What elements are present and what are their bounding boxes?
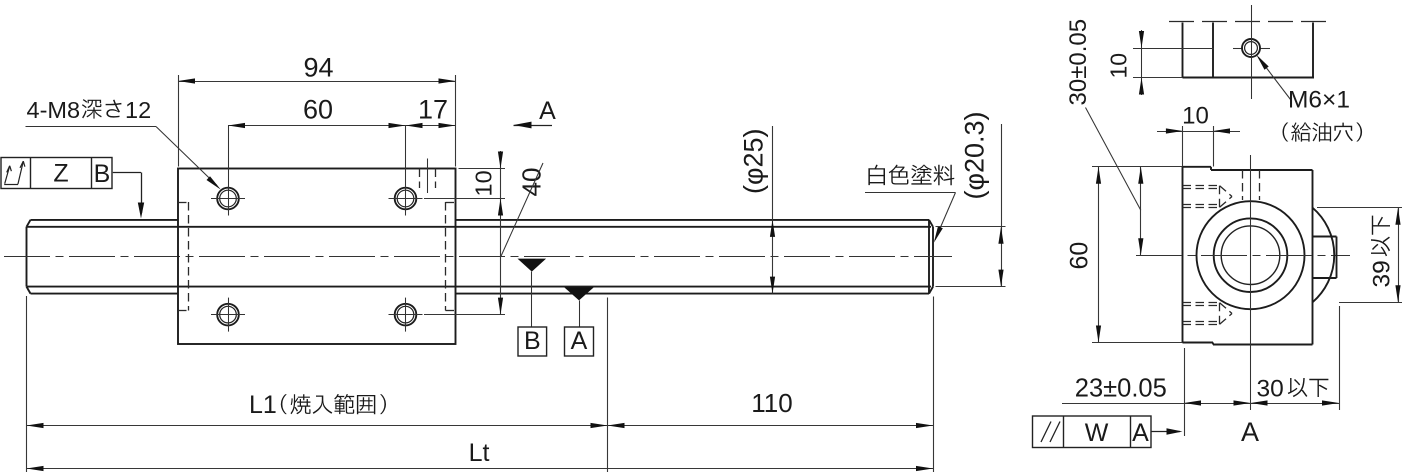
svg-text:17: 17 (418, 95, 448, 125)
svg-text:B: B (94, 160, 111, 188)
svg-text:A: A (539, 97, 556, 125)
svg-text:60: 60 (303, 95, 333, 125)
svg-text:10: 10 (1182, 103, 1209, 130)
svg-text:39: 39 (1369, 260, 1396, 287)
svg-text:94: 94 (303, 53, 333, 83)
svg-text:10: 10 (1106, 53, 1132, 79)
svg-text:40: 40 (517, 168, 547, 197)
svg-text:W: W (1085, 419, 1109, 447)
svg-text:23±0.05: 23±0.05 (1075, 375, 1167, 403)
svg-text:A: A (1241, 417, 1259, 447)
svg-text:30±0.05: 30±0.05 (1065, 19, 1092, 106)
svg-text:10: 10 (471, 170, 497, 196)
svg-text:A: A (571, 327, 588, 355)
svg-text:(φ25): (φ25) (739, 128, 769, 194)
svg-text:(φ20.3): (φ20.3) (960, 111, 990, 199)
svg-text:B: B (524, 327, 541, 355)
svg-text:Lt: Lt (469, 439, 490, 467)
svg-text:L1: L1 (249, 391, 277, 419)
svg-text:60: 60 (1066, 242, 1094, 270)
svg-text:30: 30 (1257, 376, 1284, 403)
svg-text:M6×1: M6×1 (1288, 87, 1350, 114)
svg-text:A: A (1132, 419, 1149, 447)
svg-text:Z: Z (53, 160, 68, 188)
svg-text:4-M8: 4-M8 (27, 97, 81, 123)
svg-text:12: 12 (125, 97, 151, 123)
svg-text:110: 110 (751, 388, 792, 418)
